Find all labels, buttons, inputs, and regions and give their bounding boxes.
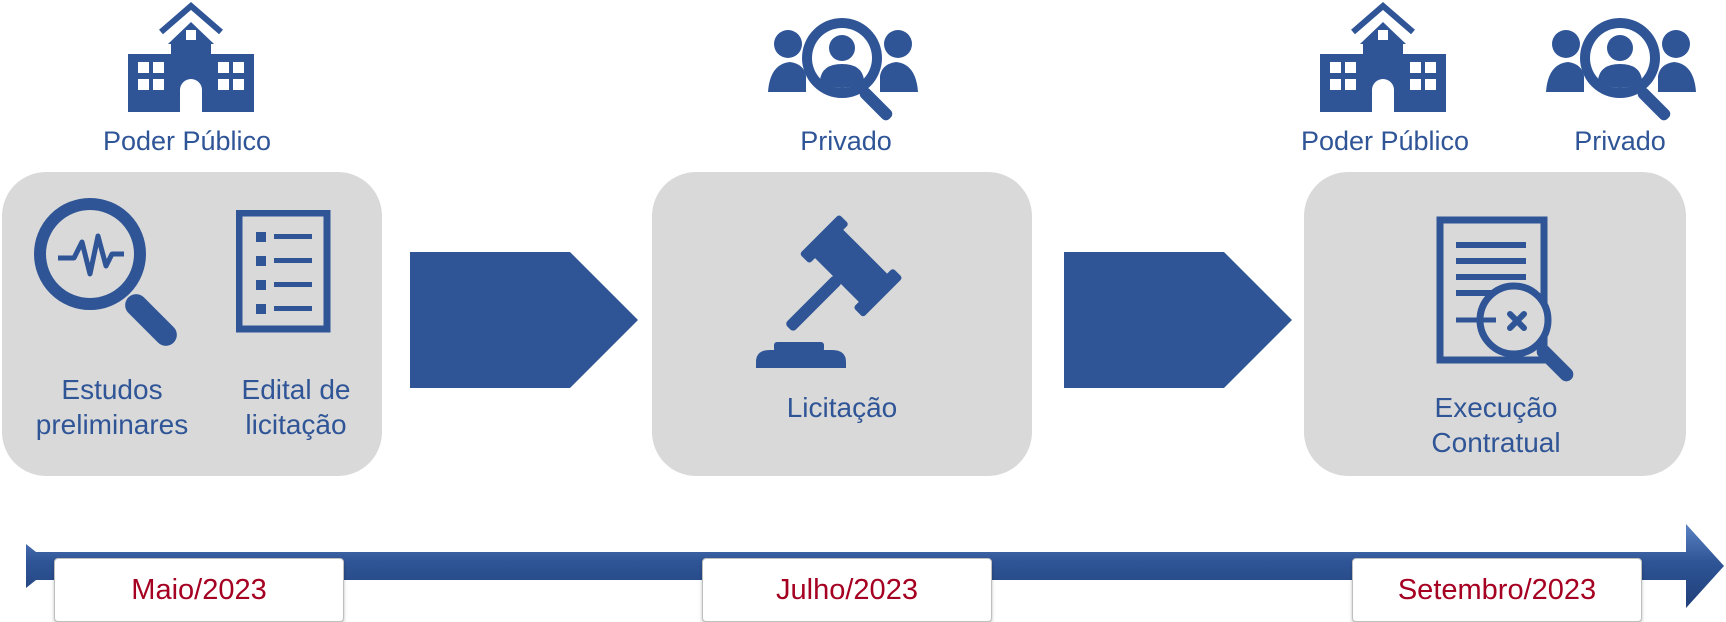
checklist-document-icon: [236, 210, 332, 334]
building-icon: [1318, 2, 1448, 114]
date-box-maio: Maio/2023: [54, 558, 344, 622]
actor-label-poder-publico: Poder Público: [102, 126, 272, 156]
date-label: Maio/2023: [131, 573, 267, 606]
step-label-edital-licitacao: Edital de licitação: [241, 374, 351, 440]
date-box-setembro: Setembro/2023: [1352, 558, 1642, 622]
flow-arrow: [410, 252, 638, 388]
flow-arrow: [1064, 252, 1292, 388]
step-label-licitacao: Licitação: [786, 392, 898, 423]
actor-label-privado: Privado: [800, 126, 892, 156]
stage-box-planning: [2, 172, 382, 476]
people-search-icon: [768, 14, 918, 122]
date-label: Julho/2023: [776, 573, 918, 606]
people-search-icon: [1546, 14, 1696, 122]
building-icon: [126, 2, 256, 114]
analysis-magnifier-icon: [32, 196, 192, 352]
actor-label-privado: Privado: [1574, 126, 1666, 156]
date-label: Setembro/2023: [1397, 573, 1597, 606]
gavel-icon: [752, 212, 912, 372]
contract-review-icon: [1436, 216, 1580, 388]
step-label-estudos-preliminares: Estudos preliminares: [35, 374, 189, 440]
step-label-execucao-contratual: Execução Contratual: [1431, 392, 1561, 458]
actor-label-poder-publico: Poder Público: [1300, 126, 1470, 156]
date-box-julho: Julho/2023: [702, 558, 992, 622]
